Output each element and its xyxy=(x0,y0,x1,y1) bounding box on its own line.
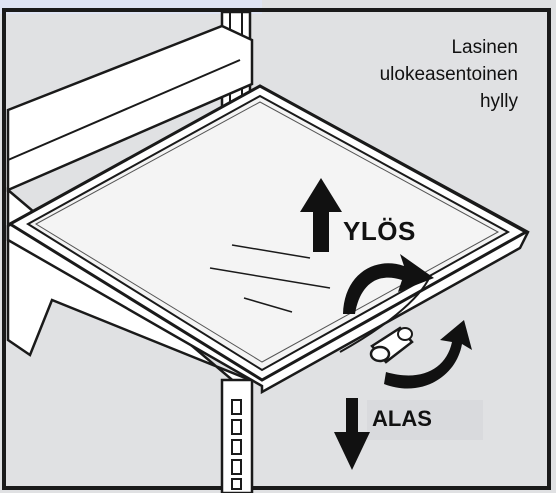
caption-line: Lasinen xyxy=(258,34,518,61)
caption-line: ulokeasentoinen xyxy=(258,61,518,88)
shelf-caption: Lasinen ulokeasentoinen hylly xyxy=(258,34,518,115)
down-label: ALAS xyxy=(372,406,432,432)
up-label: YLÖS xyxy=(343,216,416,247)
front-rail xyxy=(222,380,252,493)
caption-line: hylly xyxy=(258,88,518,115)
